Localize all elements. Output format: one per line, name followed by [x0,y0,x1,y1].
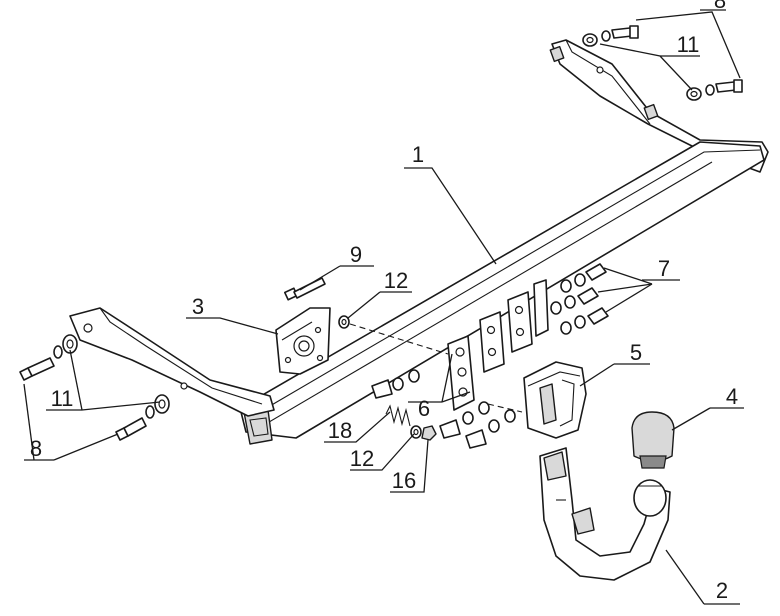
spring-18 [385,404,411,427]
left-fasteners [19,334,170,441]
assembly-line-lower [487,403,523,413]
callout-7: 7 [658,256,670,281]
callout-16: 16 [392,468,416,493]
callout-18: 18 [328,418,352,443]
callout-12-mid: 12 [384,268,408,293]
top-right-fasteners [582,25,743,101]
center-mounting-plates [447,279,549,411]
callout-4: 4 [726,384,738,409]
center-lower-fasteners [371,369,516,449]
callout-3: 3 [192,294,204,319]
coupling-housing [523,361,587,439]
main-cross-beam [239,141,765,445]
socket-mounting-plate [275,307,331,375]
leader-lines [23,9,744,605]
callout-8-left: 8 [30,436,42,461]
callout-11-left: 11 [51,386,74,411]
callout-5: 5 [630,340,642,365]
callout-9: 9 [350,242,362,267]
nut-16 [421,425,437,441]
callout-6: 6 [418,396,430,421]
tow-ball-bar [539,447,671,581]
callout-12-low: 12 [350,446,374,471]
bolt-9 [283,277,326,301]
callout-1: 1 [412,142,424,167]
callout-labels: 1 8 11 9 12 3 7 5 6 18 12 16 4 2 11 8 [30,0,738,603]
bolts-7 [550,263,609,335]
callout-11-top: 11 [677,32,700,57]
ball-cover [631,411,675,469]
assembly-line-socket [349,323,449,355]
right-side-bracket [549,39,769,173]
callout-8-top: 8 [714,0,726,13]
washer-12-upper [338,315,350,329]
left-side-bracket [69,307,275,417]
callout-2: 2 [716,578,728,603]
